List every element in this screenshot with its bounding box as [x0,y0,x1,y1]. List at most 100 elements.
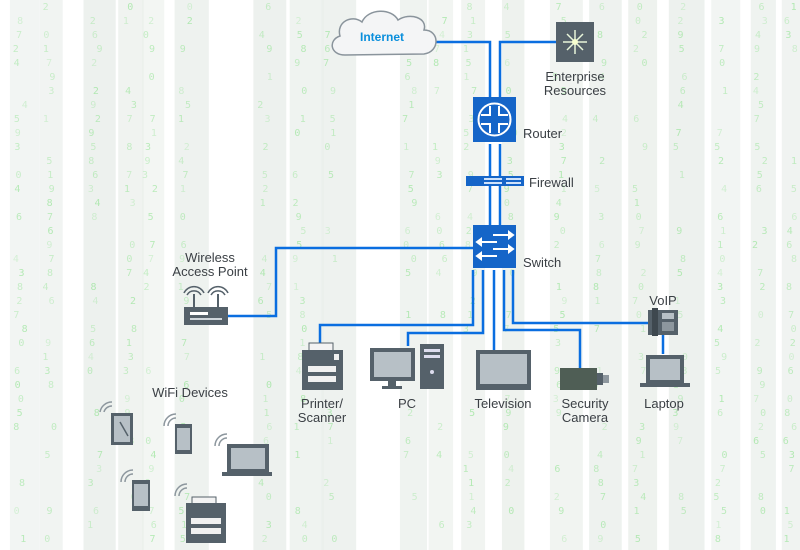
background-code-glyph: 5 [560,310,566,321]
background-code-glyph: 5 [679,44,685,55]
security-camera-icon [560,368,609,390]
voip-phone-icon [648,308,678,336]
background-code-glyph: 1 [181,520,187,531]
background-code-glyph: 1 [87,520,93,531]
background-code-glyph: 9 [148,464,154,475]
background-code-glyph: 0 [636,212,642,223]
background-code-glyph: 1 [332,254,338,265]
background-code-glyph: 6 [758,2,764,13]
background-code-glyph: 7 [754,114,760,125]
background-code-glyph: 6 [439,240,445,251]
background-code-glyph: 3 [507,156,513,167]
background-code-glyph: 1 [42,352,48,363]
background-code-glyph: 1 [123,16,129,27]
background-code-glyph: 2 [407,408,413,419]
background-code-glyph: 8 [758,492,764,503]
background-code-glyph: 8 [22,324,28,335]
background-code-glyph: 1 [294,450,300,461]
background-code-glyph: 1 [463,44,469,55]
background-code-glyph: 4 [556,198,562,209]
background-code-glyph: 5 [330,114,336,125]
background-code-glyph: 6 [324,44,330,55]
background-code-glyph: 0 [504,450,510,461]
background-code-glyph: 8 [593,282,599,293]
background-code-glyph: 8 [508,212,514,223]
background-code-glyph: 7 [323,58,329,69]
background-code-glyph: 7 [148,254,154,265]
background-code-glyph: 9 [292,254,298,265]
background-code-glyph: 6 [756,184,762,195]
background-code-glyph: 9 [556,408,562,419]
background-code-glyph: 2 [505,478,511,489]
background-code-glyph: 5 [45,450,51,461]
background-code-glyph: 1 [293,282,299,293]
background-code-glyph: 6 [554,464,560,475]
background-code-glyph: 9 [124,394,130,405]
background-code-glyph: 8 [295,506,301,517]
background-code-glyph: 0 [682,352,688,363]
background-code-glyph: 5 [469,408,475,419]
background-code-glyph: 7 [561,156,567,167]
background-code-glyph: 6 [405,226,411,237]
background-code-glyph: 7 [403,450,409,461]
background-band [549,0,583,550]
background-code-glyph: 9 [46,240,52,251]
background-code-glyph: 0 [758,310,764,321]
background-code-glyph: 0 [179,394,185,405]
television-label: Television [474,396,532,411]
background-code-glyph: 9 [505,408,511,419]
background-code-glyph: 6 [633,114,639,125]
wap-label-line2: Access Point [172,264,248,279]
background-code-glyph: 0 [324,142,330,153]
background-code-glyph: 1 [791,2,797,13]
background-code-glyph: 3 [436,170,442,181]
background-code-glyph: 3 [131,100,137,111]
background-code-glyph: 6 [439,520,445,531]
background-code-glyph: 1 [791,156,797,167]
background-code-glyph: 0 [791,324,797,335]
background-code-glyph: 4 [13,254,19,265]
background-code-glyph: 7 [471,86,477,97]
background-code-glyph: 2 [715,478,721,489]
background-code-glyph: 3 [559,142,565,153]
wifi-laptop-icon [214,433,272,476]
background-code-glyph: 7 [184,352,190,363]
background-code-glyph: 5 [561,86,567,97]
background-code-glyph: 2 [641,30,647,41]
background-code-glyph: 4 [302,520,308,531]
background-code-glyph: 6 [561,534,567,545]
background-code-glyph: 9 [49,184,55,195]
background-code-glyph: 7 [600,492,606,503]
background-code-glyph: 9 [183,296,189,307]
background-band [141,0,165,550]
background-code-glyph: 1 [178,114,184,125]
background-code-glyph: 1 [467,310,473,321]
security-camera-label: Security Camera [547,397,623,425]
background-code-glyph: 0 [301,324,307,335]
background-code-glyph: 8 [593,464,599,475]
background-code-glyph: 1 [556,282,562,293]
wifi-smartphone-icon [163,413,192,454]
background-code-glyph: 8 [301,44,307,55]
background-code-glyph: 2 [677,16,683,27]
background-code-glyph: 0 [760,506,766,517]
background-code-glyph: 4 [503,2,509,13]
background-code-glyph: 5 [594,184,600,195]
background-code-glyph: 1 [124,184,130,195]
background-code-glyph: 4 [95,198,101,209]
background-code-glyph: 9 [266,44,272,55]
background-code-glyph: 5 [405,268,411,279]
background-code-glyph: 1 [294,422,300,433]
background-band [428,0,454,550]
background-code-glyph: 1 [330,128,336,139]
background-code-glyph: 3 [88,184,94,195]
background-code-glyph: 9 [558,506,564,517]
background-code-glyph: 4 [467,212,473,223]
background-code-glyph: 9 [721,352,727,363]
background-code-glyph: 8 [791,254,797,265]
background-code-glyph: 9 [673,422,679,433]
background-code-glyph: 1 [468,492,474,503]
background-code-glyph: 0 [331,534,337,545]
background-code-glyph: 3 [718,16,724,27]
background-code-glyph: 5 [754,142,760,153]
